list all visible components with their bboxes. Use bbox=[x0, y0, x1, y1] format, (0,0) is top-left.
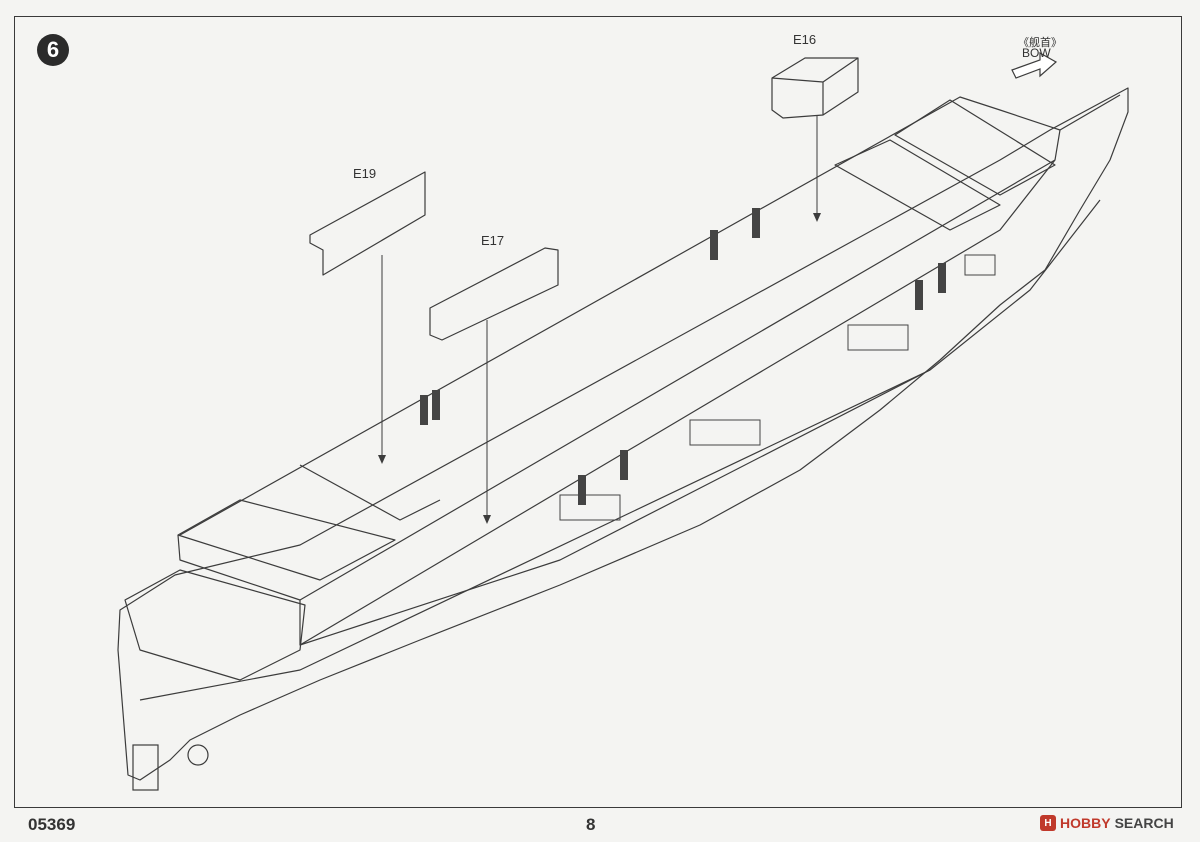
vent-4 bbox=[752, 208, 760, 238]
vent-7 bbox=[578, 475, 586, 505]
mid-bulkhead bbox=[299, 464, 441, 521]
logo-hobby-text: HOBBY bbox=[1060, 815, 1111, 831]
hobby-search-logo: H HOBBY SEARCH bbox=[1040, 815, 1174, 831]
page-number: 8 bbox=[586, 815, 596, 834]
vent-5 bbox=[915, 280, 923, 310]
hull-outline bbox=[117, 87, 1129, 781]
bow-label-cn: 《舰首》 bbox=[1018, 37, 1062, 49]
vent-8 bbox=[620, 450, 628, 480]
fwd-bulkhead bbox=[834, 139, 1001, 231]
stern-deck bbox=[124, 569, 306, 681]
rudder bbox=[132, 744, 159, 791]
vent-6 bbox=[938, 263, 946, 293]
vent-2 bbox=[432, 390, 440, 420]
part-e19-shape bbox=[309, 171, 426, 276]
part-e16-shape bbox=[771, 57, 859, 119]
vent-3 bbox=[710, 230, 718, 260]
window-row-c bbox=[847, 324, 909, 351]
window-row-d bbox=[964, 254, 996, 276]
logo-mark-icon: H bbox=[1040, 815, 1056, 831]
logo-search-text: SEARCH bbox=[1114, 815, 1174, 831]
bow-label-en: BOW bbox=[1022, 46, 1051, 60]
part-label-e19: E19 bbox=[353, 166, 377, 181]
vent-1 bbox=[420, 395, 428, 425]
hull-side-line bbox=[299, 159, 1056, 646]
bilge-line bbox=[299, 369, 931, 646]
part-label-e16: E16 bbox=[793, 32, 817, 47]
window-row-b bbox=[689, 419, 761, 446]
aft-bulkhead bbox=[177, 499, 396, 581]
part-e17-shape bbox=[429, 247, 559, 341]
deck-edge bbox=[179, 94, 1121, 536]
bow-bulkhead bbox=[894, 99, 1056, 196]
page-frame bbox=[14, 16, 1182, 808]
part-label-e17: E17 bbox=[481, 233, 505, 248]
propeller-icon bbox=[187, 744, 209, 766]
step-number-badge: 6 bbox=[37, 34, 69, 66]
window-row-a bbox=[559, 494, 621, 521]
product-code: 05369 bbox=[28, 815, 76, 834]
bow-arrow-icon bbox=[1011, 51, 1058, 79]
